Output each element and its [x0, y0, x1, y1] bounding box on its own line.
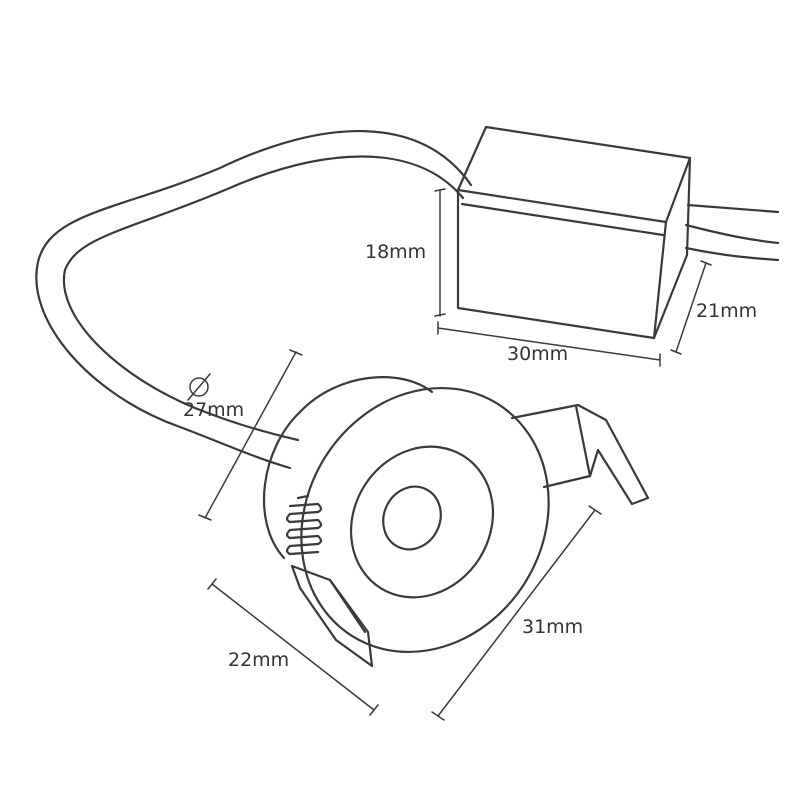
dim-label-depth: 22mm — [228, 649, 290, 671]
dim-label-driver-length: 30mm — [507, 343, 569, 365]
dim-line-27mm — [204, 351, 297, 519]
dim-label-face-diameter: 31mm — [522, 616, 584, 638]
driver-box — [456, 125, 692, 340]
dim-line-22mm — [211, 583, 375, 711]
diameter-icon — [187, 373, 211, 401]
dimension-lines — [198, 188, 712, 721]
power-cable — [35, 130, 780, 470]
downlight-body — [262, 376, 650, 668]
dim-label-housing-diameter: 27mm — [183, 399, 245, 421]
dim-line-30mm — [437, 327, 661, 361]
dim-label-driver-height: 18mm — [365, 241, 427, 263]
dim-line-21mm — [675, 262, 707, 353]
dim-label-driver-width: 21mm — [696, 300, 758, 322]
dim-line-31mm — [437, 509, 596, 717]
